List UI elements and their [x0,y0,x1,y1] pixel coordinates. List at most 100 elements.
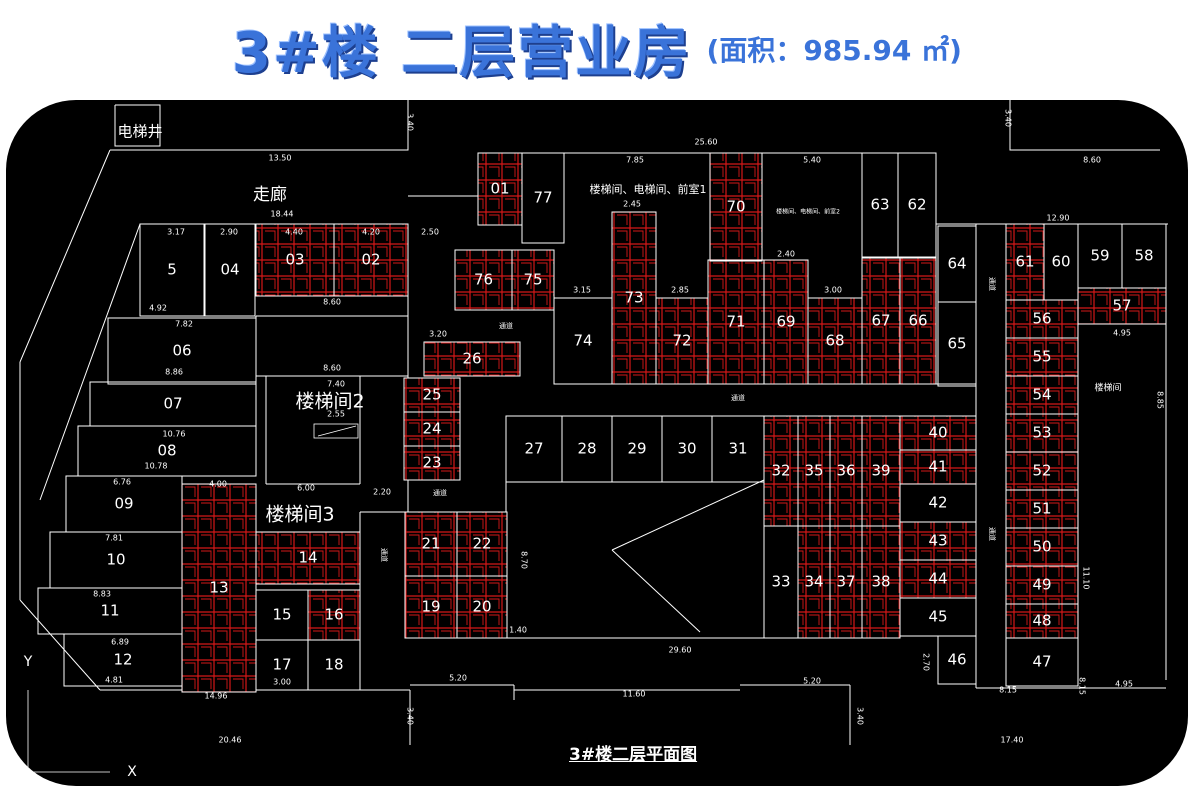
room-label-41: 41 [928,458,947,476]
dimension-label: 4.95 [1113,329,1131,338]
tiled-room [900,560,976,598]
room-label-29: 29 [627,440,646,458]
room-label-44: 44 [928,570,947,588]
tiled-room [405,576,457,638]
room-label-40: 40 [928,424,947,442]
tiled-room [862,416,900,526]
tiled-room [1006,452,1078,490]
tiled-room [764,260,808,384]
room-label-55: 55 [1032,348,1051,366]
dimension-label: 8.15 [999,686,1017,695]
tiled-room [404,446,460,480]
tiled-room [455,250,512,310]
room-label-59: 59 [1090,247,1109,265]
tiled-room [708,260,764,384]
room-label-54: 54 [1032,386,1051,404]
room-label-74: 74 [573,332,592,350]
dimension-label: 12.90 [1047,214,1070,223]
dimension-label: 2.70 [922,653,931,671]
room-label-21: 21 [421,535,440,553]
room-label-65: 65 [947,335,966,353]
room-outline [709,152,763,262]
tiled-room [900,258,936,384]
label-stair2: 楼梯间2 [295,391,364,413]
room-label-25: 25 [422,386,441,404]
room-label-11: 11 [100,602,119,620]
dimension-label: 17.40 [1001,736,1024,745]
axis-y-label: Y [23,654,33,670]
label-stair3: 楼梯间3 [265,504,334,526]
label-stair-right: 楼梯间 [1094,382,1121,394]
room-label-50: 50 [1032,538,1051,556]
tiled-room [334,224,408,296]
dimension-label: 2.85 [671,286,689,295]
tiled-room [1006,528,1078,566]
room-outline [521,152,565,244]
dimension-label: 2.20 [373,488,391,497]
dimension-label: 3.40 [1004,109,1013,127]
axis-marker [27,690,110,773]
plan-title: 3#楼二层平面图 [569,745,698,765]
tiled-room [1006,604,1078,638]
room-outline [307,639,361,691]
room-label-64: 64 [947,255,966,273]
room-outline [107,317,257,385]
room-outline [937,635,977,685]
room-outline [204,223,256,317]
dimension-label: 4.40 [285,228,303,237]
tiled-room [900,450,976,484]
dimension-label: 10.78 [145,462,168,471]
tiled-room [1006,338,1078,376]
dimension-label: 13.50 [269,154,292,163]
wall-outline [110,100,409,151]
room-label-31: 31 [728,440,747,458]
dimension-label: 6.76 [113,478,131,487]
dimension-label: 18.44 [271,210,294,219]
room-label-10: 10 [106,551,125,569]
room-label-18: 18 [324,656,343,674]
room-label-19: 19 [421,598,440,616]
dimension-label: 3.40 [856,707,865,725]
dimension-label: 3.40 [406,707,415,725]
dimension-label: 3.00 [824,286,842,295]
tiled-room [256,224,334,296]
room-label-20: 20 [472,598,491,616]
tiled-room [764,416,798,526]
tiled-room [1006,376,1078,414]
dimension-label: 20.46 [219,736,242,745]
wall-line [19,149,111,363]
dimension-label: 11.60 [623,690,646,699]
dimension-label: 8.70 [520,551,529,569]
label-passage: 通道 [499,321,513,330]
label-passage: 通道 [988,527,997,541]
dimension-label: 7.81 [105,534,123,543]
tiled-room [478,153,522,225]
room-label-17: 17 [272,656,291,674]
page-header: 3#楼 二层营业房 (面积：985.94 ㎡) [0,8,1194,88]
dimension-label: 8.83 [93,590,111,599]
stair-symbol [313,423,359,439]
room-label-69: 69 [776,313,795,331]
label-passage: 通道 [988,277,997,291]
room-outline [1005,223,1045,301]
room-label-63: 63 [870,196,889,214]
tiled-room [900,416,976,450]
tiled-room [1006,566,1078,604]
tiled-room [457,512,507,576]
room-label-76: 76 [474,271,493,289]
dimension-label: 4.20 [362,228,380,237]
room-label-15: 15 [272,606,291,624]
area-subtitle: (面积：985.94 ㎡) [706,33,962,67]
dimension-label: 6.00 [297,484,315,493]
dimension-label: 25.60 [695,138,718,147]
dimension-label: 2.50 [421,228,439,237]
label-passage: 通道 [433,488,447,497]
room-outline [403,377,461,413]
dimension-label: 2.40 [777,250,795,259]
dimension-label: 3.00 [273,678,291,687]
room-outline [423,341,521,377]
room-label-27: 27 [524,440,543,458]
room-label-71: 71 [726,313,745,331]
dimension-label: 8.15 [1078,677,1087,695]
room-label-09: 09 [114,495,133,513]
